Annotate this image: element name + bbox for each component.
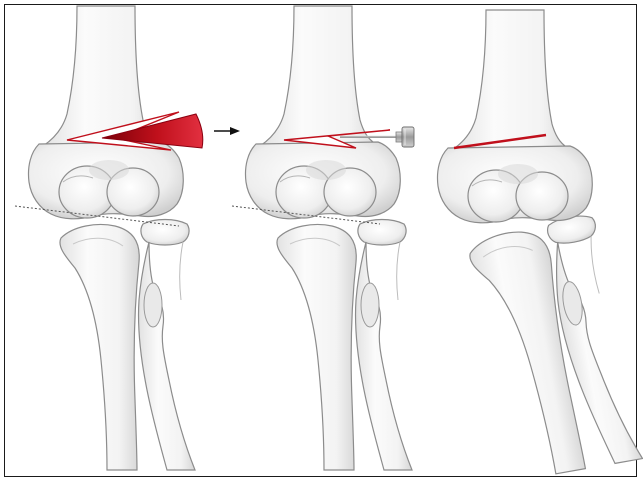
arrow-right-icon — [214, 127, 240, 135]
panel-wedge-resection — [15, 6, 195, 470]
panel-closing-with-pin — [232, 6, 412, 470]
panel-healed-osteotomy — [437, 10, 642, 481]
